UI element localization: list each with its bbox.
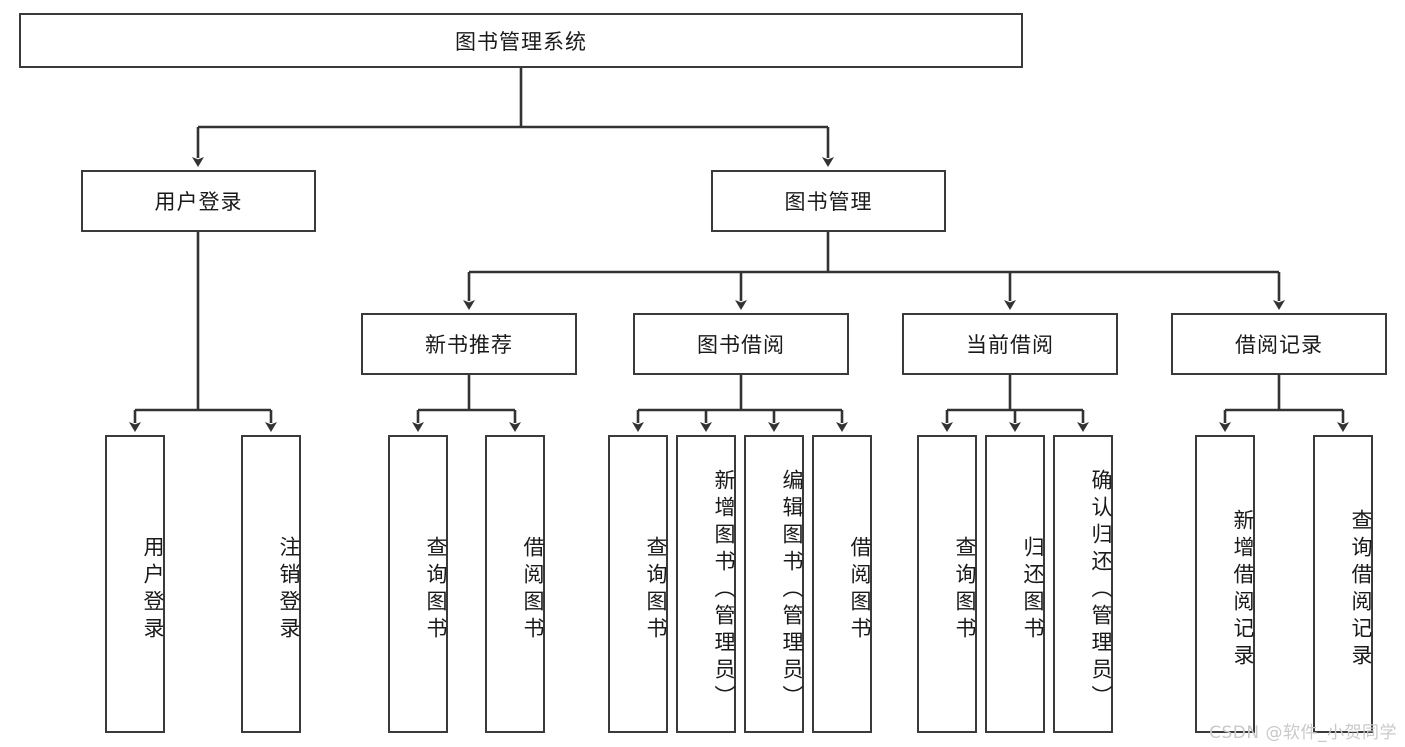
node-label: 新增图书（管理员） xyxy=(712,468,736,712)
level3-node-0-新书推荐: 新书推荐 xyxy=(361,313,577,375)
leaf-node-6-编辑图书管理员: 编辑图书（管理员） xyxy=(744,435,804,733)
level2-node-0-用户登录: 用户登录 xyxy=(81,170,316,232)
node-label: 查询图书 xyxy=(424,536,448,644)
node-label: 归还图书 xyxy=(1021,536,1045,644)
node-label: 编辑图书（管理员） xyxy=(780,468,804,712)
node-label: 确认归还（管理员） xyxy=(1089,468,1113,712)
leaf-node-2-查询图书: 查询图书 xyxy=(388,435,448,733)
node-label: 图书管理 xyxy=(784,190,873,214)
node-label: 借阅图书 xyxy=(848,536,872,644)
leaf-node-10-确认归还管理员: 确认归还（管理员） xyxy=(1053,435,1113,733)
node-label: 查询图书 xyxy=(644,536,668,644)
leaf-node-3-借阅图书: 借阅图书 xyxy=(485,435,545,733)
leaf-node-11-新增借阅记录: 新增借阅记录 xyxy=(1195,435,1255,733)
leaf-node-12-查询借阅记录: 查询借阅记录 xyxy=(1313,435,1373,733)
node-label: 注销登录 xyxy=(277,536,301,644)
node-label: 用户登录 xyxy=(141,536,165,644)
node-label: 借阅记录 xyxy=(1235,333,1323,357)
level3-node-2-当前借阅: 当前借阅 xyxy=(902,313,1118,375)
watermark-text: CSDN @软件_小贺同学 xyxy=(1209,723,1397,743)
node-label: 借阅图书 xyxy=(521,536,545,644)
node-label: 新增借阅记录 xyxy=(1231,509,1255,671)
node-label: 当前借阅 xyxy=(966,333,1054,357)
node-label: 查询图书 xyxy=(953,536,977,644)
root-node-0-图书管理系统: 图书管理系统 xyxy=(19,13,1023,68)
level3-node-1-图书借阅: 图书借阅 xyxy=(633,313,849,375)
leaf-node-1-注销登录: 注销登录 xyxy=(241,435,301,733)
node-label: 用户登录 xyxy=(154,190,243,214)
leaf-node-5-新增图书管理员: 新增图书（管理员） xyxy=(676,435,736,733)
node-label: 图书借阅 xyxy=(697,333,785,357)
leaf-node-0-用户登录: 用户登录 xyxy=(105,435,165,733)
leaf-node-8-查询图书: 查询图书 xyxy=(917,435,977,733)
node-label: 图书管理系统 xyxy=(455,29,587,54)
node-label: 新书推荐 xyxy=(425,333,513,357)
leaf-node-4-查询图书: 查询图书 xyxy=(608,435,668,733)
level3-node-3-借阅记录: 借阅记录 xyxy=(1171,313,1387,375)
leaf-node-9-归还图书: 归还图书 xyxy=(985,435,1045,733)
node-label: 查询借阅记录 xyxy=(1349,509,1373,671)
leaf-node-7-借阅图书: 借阅图书 xyxy=(812,435,872,733)
level2-node-1-图书管理: 图书管理 xyxy=(711,170,946,232)
